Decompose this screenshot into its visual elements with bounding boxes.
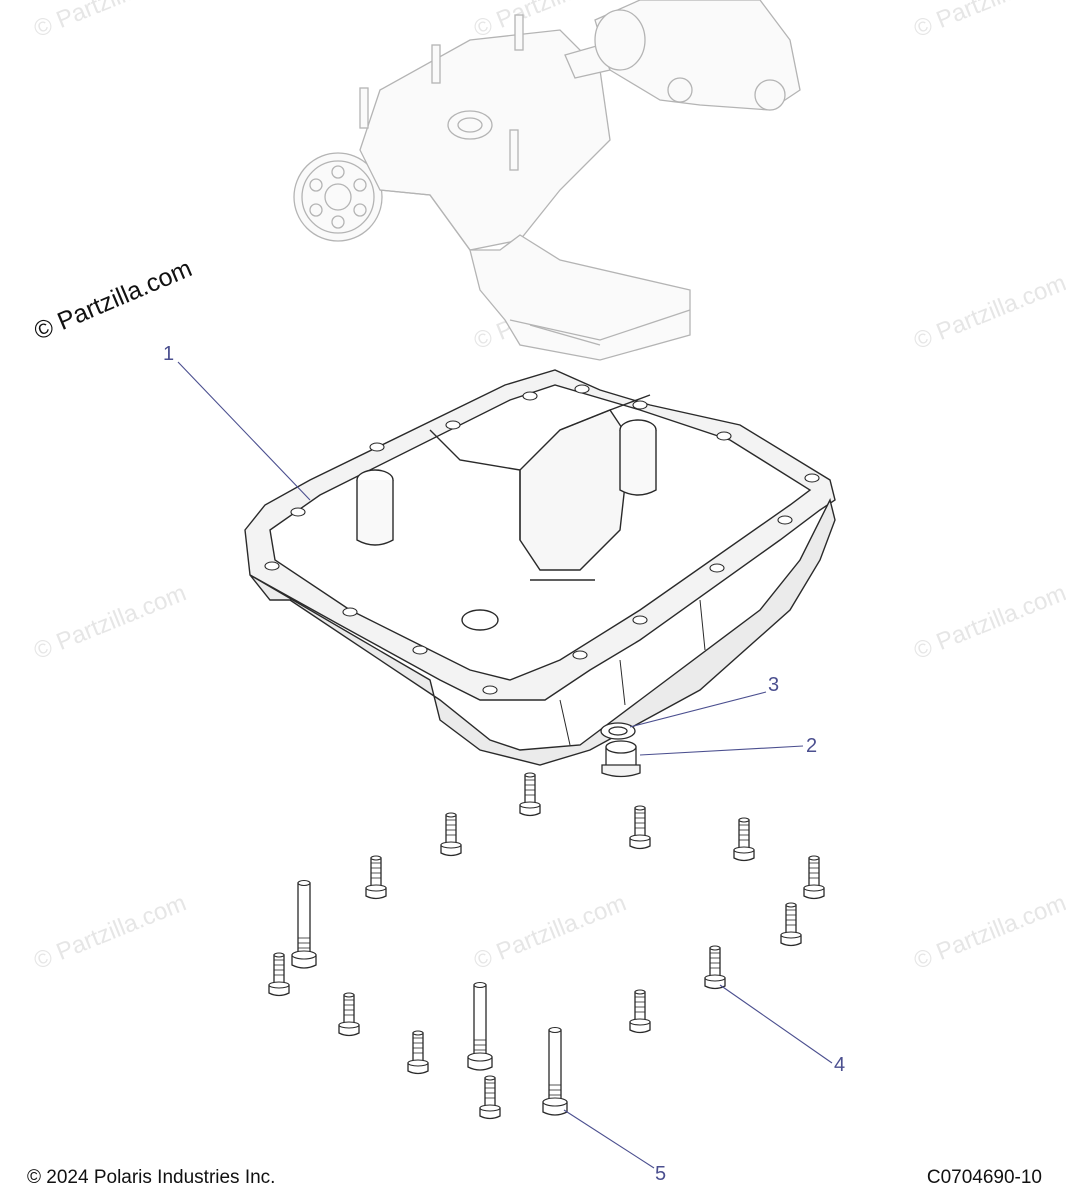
callout-3: 3 (768, 674, 780, 696)
leader-line-4 (719, 984, 833, 1064)
leader-line-3 (629, 691, 767, 728)
callout-4: 4 (834, 1054, 846, 1076)
oil-pan (244, 369, 836, 766)
callout-5: 5 (655, 1163, 667, 1185)
flange-bolt-short-group (268, 772, 825, 1120)
copyright-notice: © 2024 Polaris Industries Inc. (27, 1167, 276, 1188)
oil-pump-assembly (293, 0, 801, 361)
callout-2: 2 (806, 735, 818, 757)
leader-line-1 (177, 361, 311, 501)
flange-bolt-long-group (291, 879, 568, 1116)
drain-plug (601, 740, 641, 778)
leader-line-5 (563, 1109, 655, 1169)
sealing-washer (600, 722, 636, 740)
diagram-code: C0704690-10 (926, 1167, 1042, 1188)
leader-line-2 (639, 745, 804, 756)
leader-lines (177, 361, 833, 1169)
callout-1: 1 (163, 343, 175, 365)
